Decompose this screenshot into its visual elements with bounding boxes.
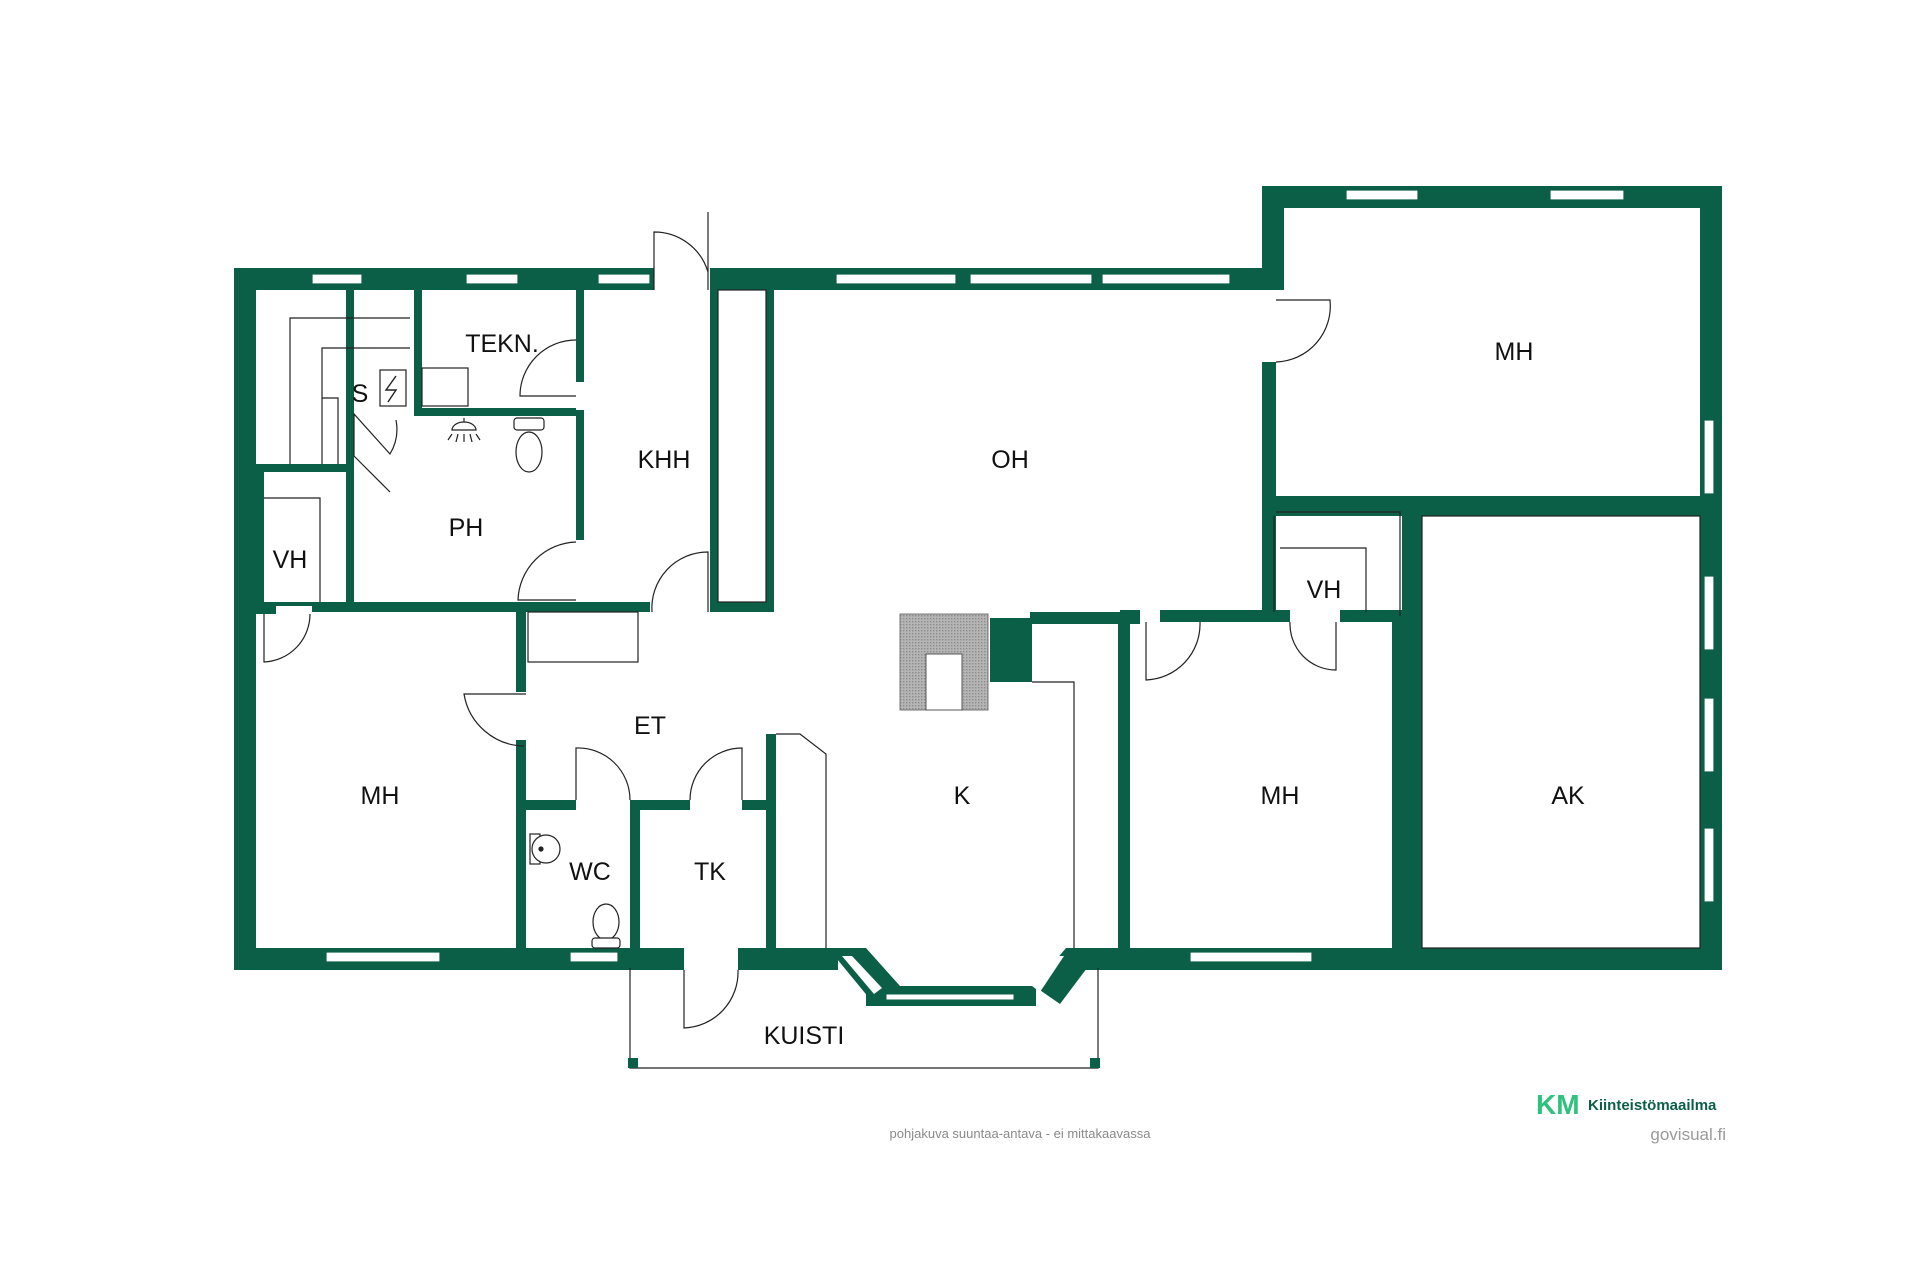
room-label-oh: OH [991,446,1029,474]
shower-icon [447,418,481,443]
room-label-k: K [954,782,971,810]
site-text: govisual.fi [1650,1125,1726,1144]
outer-walls [234,186,1722,970]
windows [311,189,1715,963]
disclaimer-text: pohjakuva suuntaa-antava - ei mittakaava… [890,1126,1152,1141]
bay-window [828,948,1102,1006]
room-label-sauna: S [352,380,369,408]
electric-panel-icon [379,369,407,407]
room-label-vh-right: VH [1307,576,1342,604]
brand-mark: KM [1536,1089,1580,1120]
room-label-mh-center: MH [1261,782,1300,810]
room-label-et: ET [634,712,666,740]
room-label-ph: PH [449,514,484,542]
room-label-mh-top-right: MH [1495,338,1534,366]
doors [263,212,1340,1029]
room-label-tekn: TEKN. [465,330,539,358]
wc-toilet-icon [591,903,621,949]
toilet-icon [513,417,545,473]
room-label-vh-left: VH [273,546,308,574]
sink-icon [529,833,561,865]
fireplace [899,613,989,711]
room-label-mh-left: MH [361,782,400,810]
brand-name: Kiinteistömaailma [1588,1097,1717,1114]
room-labels: TEKN. S KHH OH MH PH VH VH ET MH K MH AK… [273,330,1585,1050]
room-label-tk: TK [694,858,726,886]
fixtures [264,289,1701,1069]
room-label-wc: WC [569,858,611,886]
room-label-khh: KHH [638,446,691,474]
room-label-ak: AK [1551,782,1585,810]
brand-logo: KM Kiinteistömaailma [1536,1089,1717,1120]
room-label-kuisti: KUISTI [764,1022,845,1050]
porch-posts [628,1058,1100,1068]
